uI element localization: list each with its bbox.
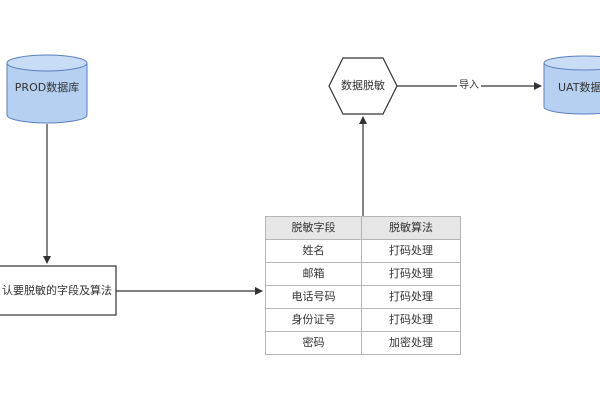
- field-cell: 身份证号: [265, 308, 362, 332]
- header-masking-algorithm: 脱敏算法: [361, 216, 461, 240]
- uat-database-cylinder: [543, 55, 600, 115]
- field-cell: 姓名: [265, 239, 362, 263]
- table-header-row: 脱敏字段 脱敏算法: [265, 216, 461, 240]
- algorithm-cell: 加密处理: [361, 331, 461, 355]
- table-row: 姓名 打码处理: [265, 239, 461, 263]
- masking-config-table: 脱敏字段 脱敏算法 姓名 打码处理 邮箱 打码处理 电话号码 打码处理 身份证号…: [265, 216, 461, 355]
- confirm-fields-label: 认要脱敏的字段及算法: [2, 284, 112, 297]
- field-cell: 邮箱: [265, 262, 362, 286]
- uat-database-label: UAT数据: [558, 81, 600, 94]
- algorithm-cell: 打码处理: [361, 308, 461, 332]
- algorithm-cell: 打码处理: [361, 285, 461, 309]
- field-cell: 密码: [265, 331, 362, 355]
- table-row: 邮箱 打码处理: [265, 262, 461, 286]
- algorithm-cell: 打码处理: [361, 239, 461, 263]
- data-masking-label: 数据脱敏: [341, 79, 385, 92]
- algorithm-cell: 打码处理: [361, 262, 461, 286]
- header-masking-field: 脱敏字段: [265, 216, 362, 240]
- data-masking-hexagon: [328, 57, 398, 115]
- prod-database-cylinder: [6, 54, 88, 124]
- table-row: 电话号码 打码处理: [265, 285, 461, 309]
- field-cell: 电话号码: [265, 285, 362, 309]
- prod-database-label: PROD数据库: [14, 81, 80, 94]
- table-row: 密码 加密处理: [265, 331, 461, 355]
- import-edge-label: 导入: [457, 80, 481, 92]
- table-row: 身份证号 打码处理: [265, 308, 461, 332]
